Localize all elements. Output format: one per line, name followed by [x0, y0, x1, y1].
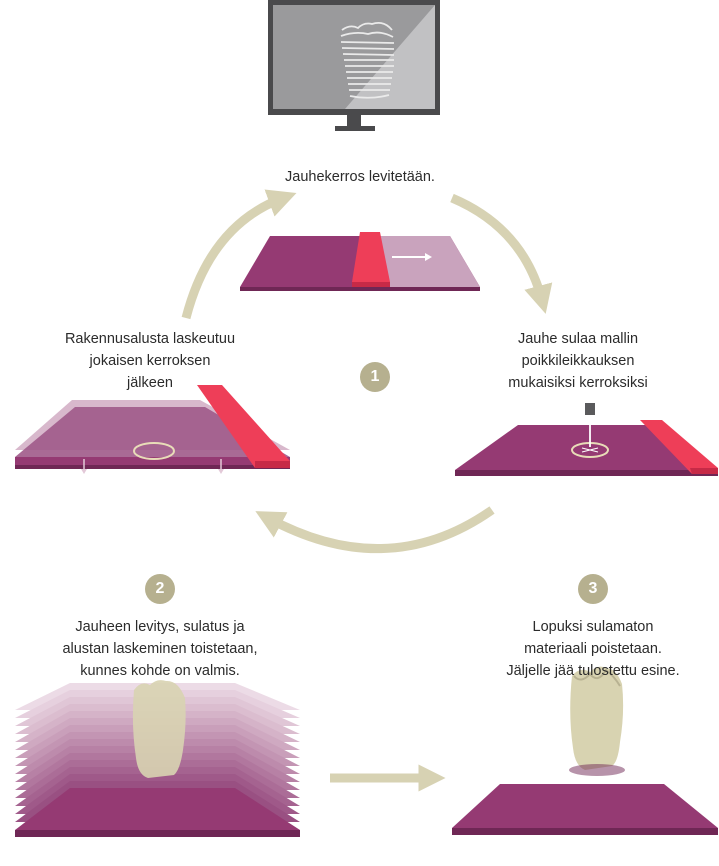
step-text-left: Rakennusalusta laskeutuu jokaisen kerrok…	[50, 328, 250, 394]
step-badge-1: 1	[360, 362, 390, 392]
step-text-left-line: Rakennusalusta laskeutuu	[64, 331, 236, 347]
stacked-layers-icon	[15, 680, 300, 837]
step-text-right: Jauhe sulaa mallin poikkileikkauksen muk…	[488, 328, 668, 394]
powder-bed-icon	[240, 232, 480, 291]
step-text-top-line: Jauhekerros levitetään.	[285, 169, 435, 185]
step-text-right-line: Jauhe sulaa mallin	[517, 331, 639, 347]
step-text-top: Jauhekerros levitetään.	[250, 166, 470, 188]
monitor-icon	[268, 0, 440, 131]
stage2-text-line: alustan laskeminen toistetaan,	[62, 641, 258, 657]
stage3-text-line: materiaali poistetaan.	[524, 641, 662, 657]
printed-object-icon	[452, 666, 718, 835]
stage2-text-line: Jauheen levitys, sulatus ja	[75, 619, 245, 635]
stage2-text: Jauheen levitys, sulatus ja alustan lask…	[30, 616, 290, 682]
stage3-text-line: Jäljelle jää tulostettu esine.	[506, 663, 680, 679]
stage3-text: Lopuksi sulamaton materiaali poistetaan.…	[475, 616, 711, 682]
step-text-left-line: jokaisen kerroksen	[89, 353, 211, 369]
laser-icon	[581, 403, 599, 453]
cycle-arrow-icon	[181, 189, 553, 553]
stage3-text-line: Lopuksi sulamaton	[532, 619, 654, 635]
laser-melting-icon	[455, 403, 718, 476]
step-text-right-line: poikkileikkauksen	[521, 353, 635, 369]
lowering-platform-icon	[15, 385, 290, 474]
stage2-text-line: kunnes kohde on valmis.	[80, 663, 240, 679]
step-badge-2: 2	[145, 574, 175, 604]
step-badge-3: 3	[578, 574, 608, 604]
step-text-left-line: jälkeen	[127, 375, 173, 391]
step-text-right-line: mukaisiksi kerroksiksi	[508, 375, 648, 391]
